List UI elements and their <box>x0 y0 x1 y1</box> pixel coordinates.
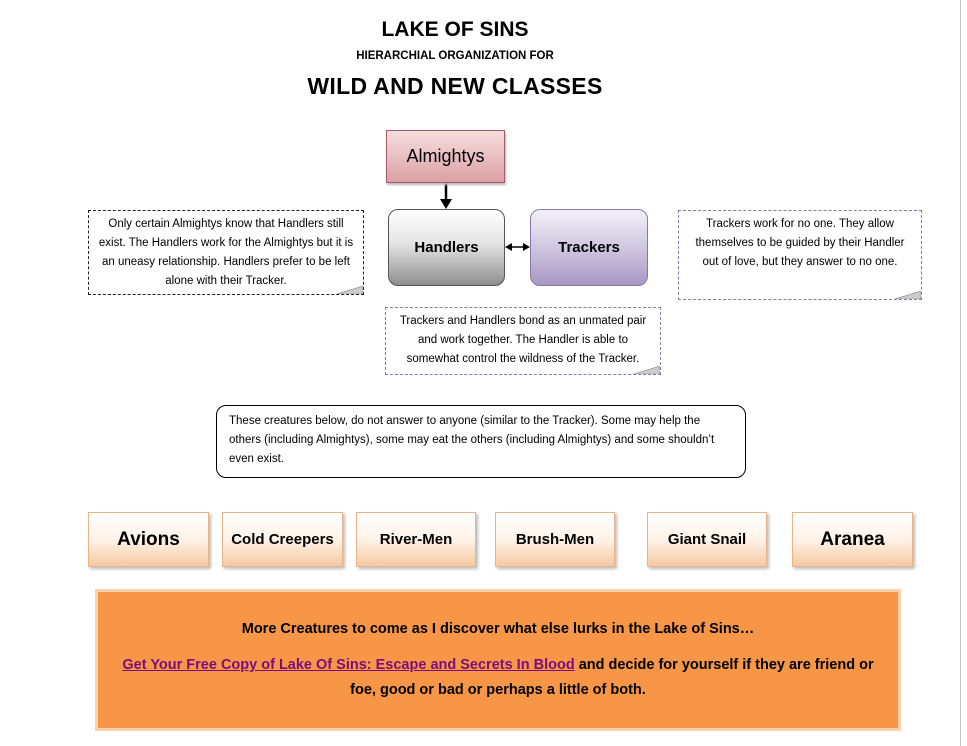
creature-cold-creepers: Cold Creepers <box>222 512 343 567</box>
note-trackers: Trackers work for no one. They allow the… <box>678 210 922 300</box>
note-handlers: Only certain Almightys know that Handler… <box>88 210 364 295</box>
creature-giant-snail: Giant Snail <box>647 512 767 567</box>
footer-more-creatures: More Creatures to come as I discover wha… <box>241 621 755 637</box>
note-bond: Trackers and Handlers bond as an unmated… <box>385 307 661 375</box>
note-fold-icon <box>634 366 660 374</box>
creature-river-men: River-Men <box>356 512 476 567</box>
page-subtitle: HIERARCHIAL ORGANIZATION FOR <box>356 50 554 62</box>
creature-brush-men: Brush-Men <box>495 512 615 567</box>
note-fold-icon <box>895 291 921 299</box>
down-arrowhead <box>440 199 452 209</box>
trackers-node: Trackers <box>530 209 648 286</box>
footer-banner: More Creatures to come as I discover wha… <box>95 589 901 731</box>
footer-paragraph: Get Your Free Copy of Lake Of Sins: Esca… <box>114 653 882 703</box>
note-creatures: These creatures below, do not answer to … <box>216 405 746 478</box>
page-edge-line <box>960 0 961 746</box>
creature-avions: Avions <box>88 512 209 567</box>
footer-rest-text: and decide for yourself if they are frie… <box>350 657 874 698</box>
handlers-node: Handlers <box>388 209 505 286</box>
left-arrowhead <box>505 243 512 251</box>
creature-aranea: Aranea <box>792 512 913 567</box>
note-fold-icon <box>337 286 363 294</box>
almightys-node: Almightys <box>386 130 505 183</box>
free-copy-link[interactable]: Get Your Free Copy of Lake Of Sins: Esca… <box>122 657 575 673</box>
page-title: LAKE OF SINS <box>381 18 529 41</box>
page-heading: WILD AND NEW CLASSES <box>307 73 603 99</box>
right-arrowhead <box>523 243 530 251</box>
